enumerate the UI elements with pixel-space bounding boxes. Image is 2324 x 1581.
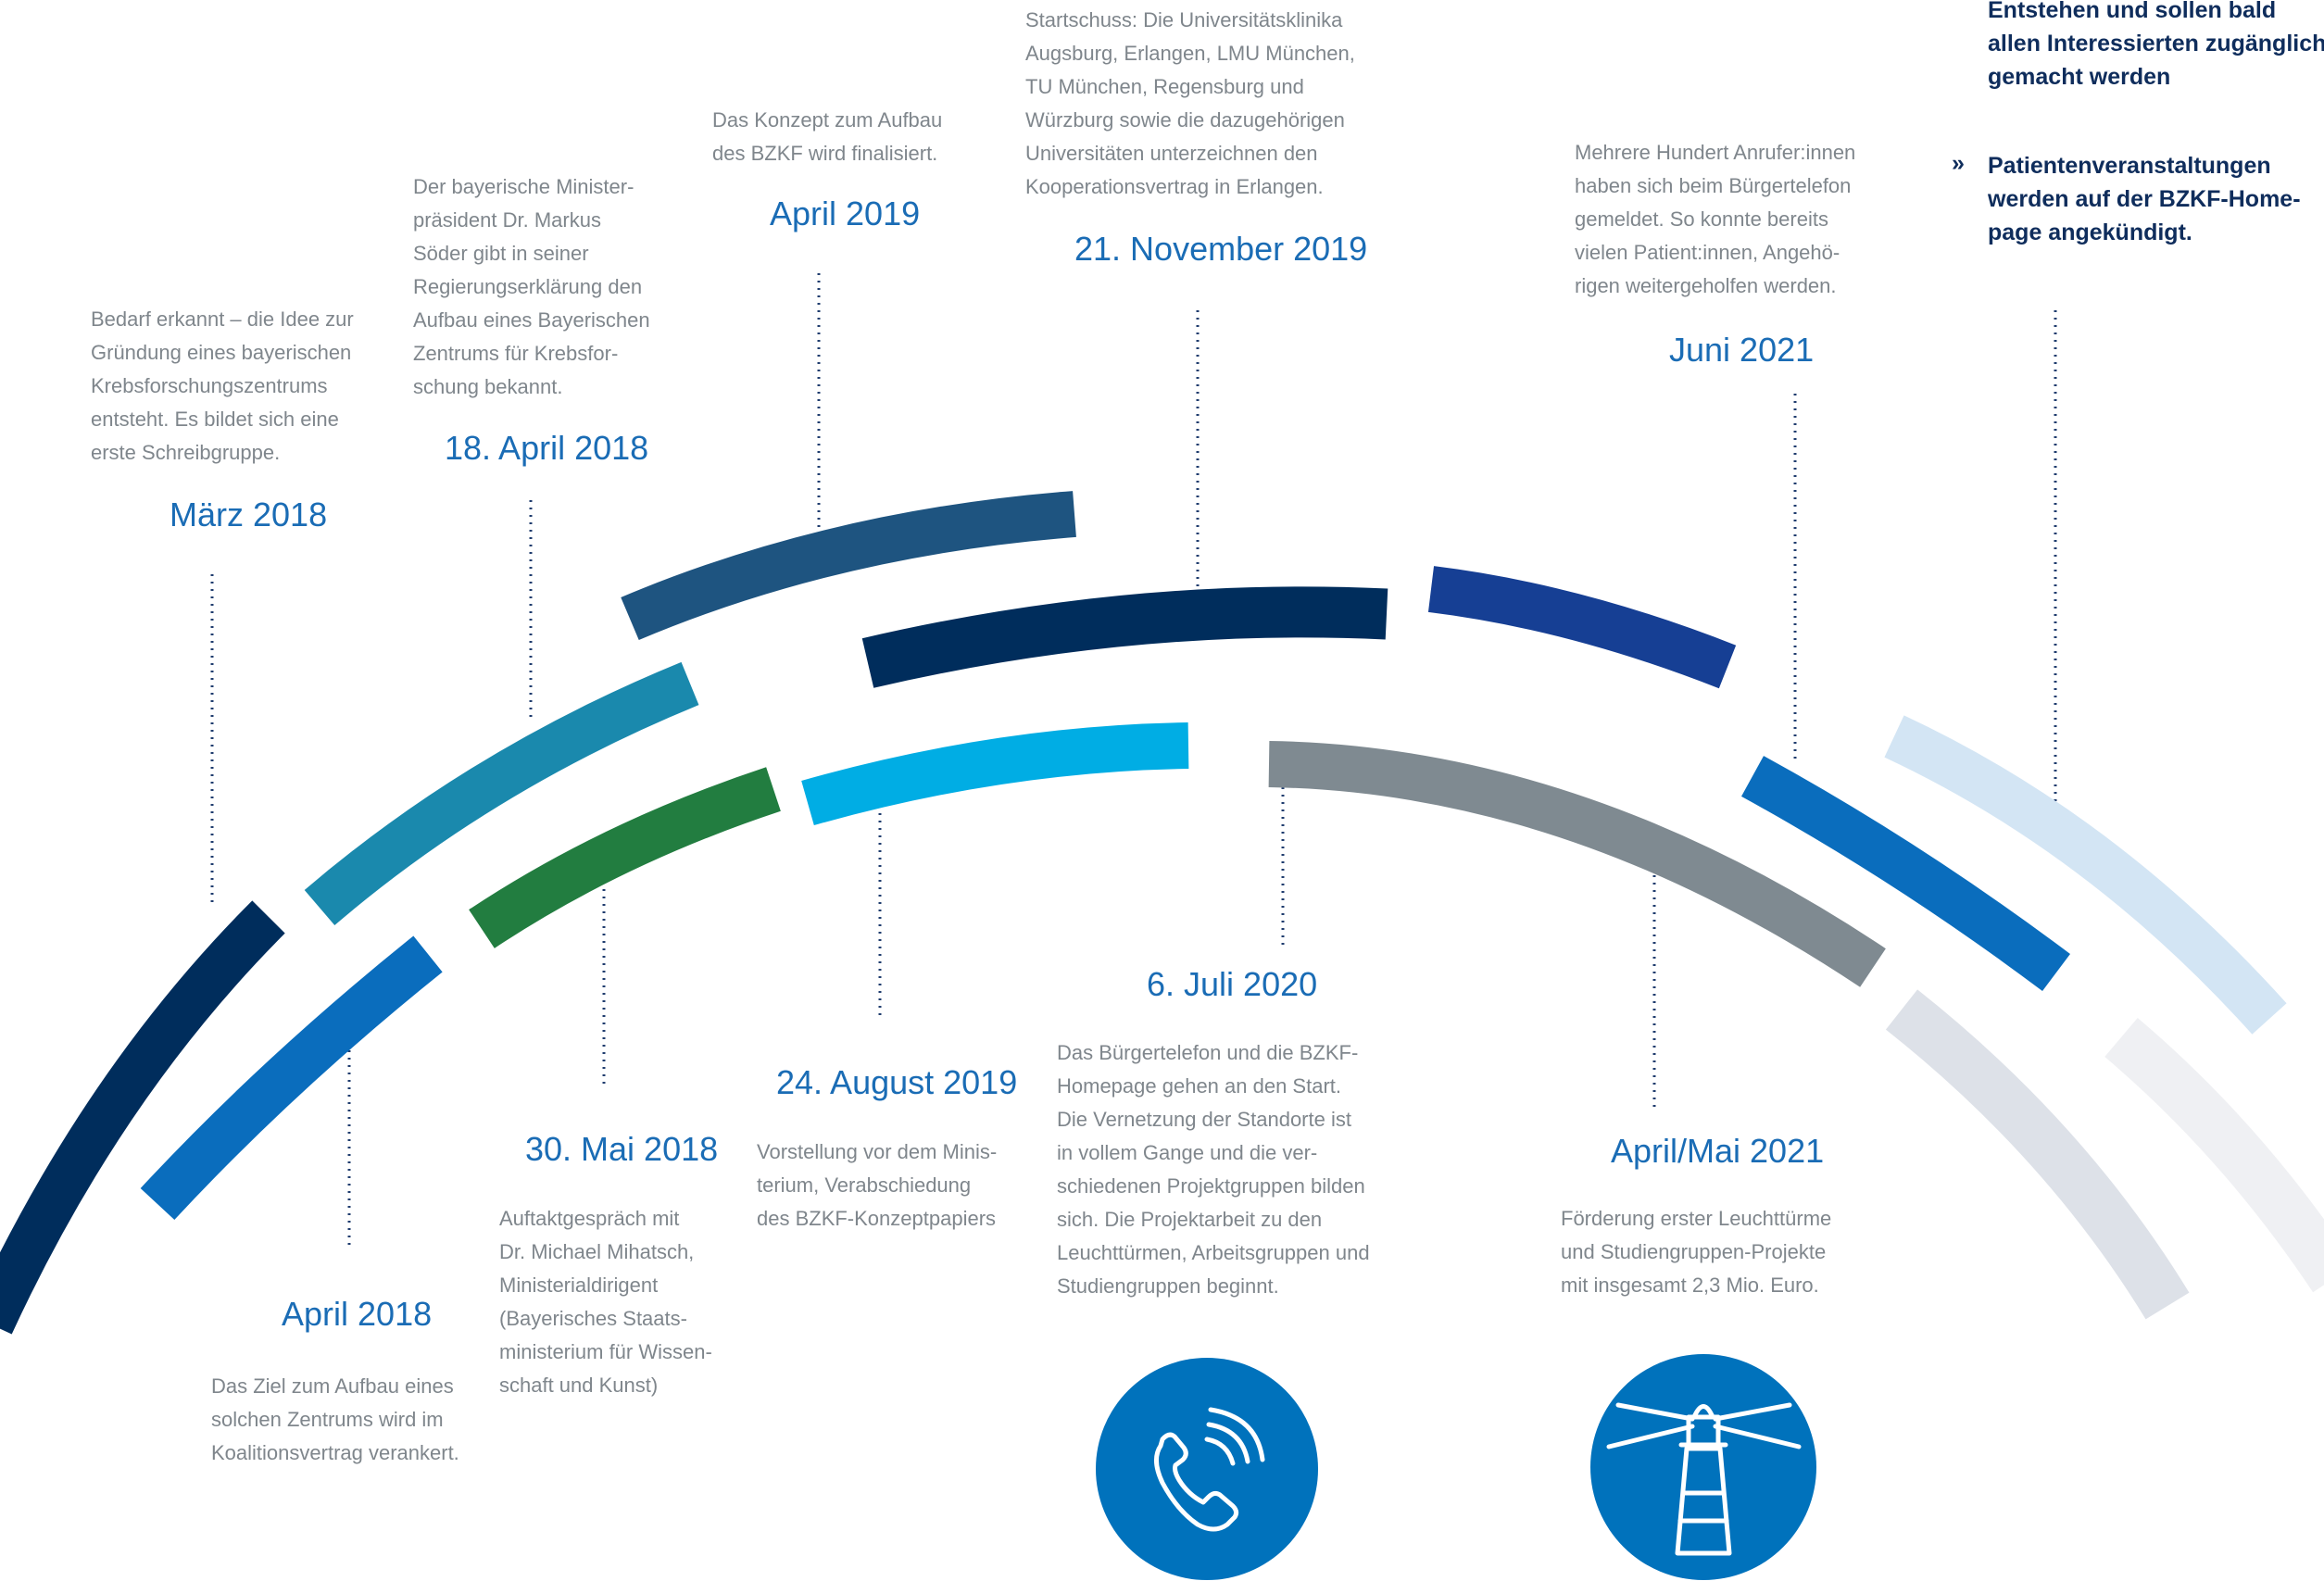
arc-segment-dark-navy [861,586,1388,688]
milestone-text-juni-2021: Mehrere Hundert Anrufer:innen haben sich… [1575,141,1856,297]
milestone-date-18-april-2018: 18. April 2018 [445,429,649,467]
lighthouse-icon [1590,1354,1816,1580]
milestone-text-april-2019: Das Konzept zum Aufbau des BZKF wird fin… [712,108,943,165]
phone-icon [1096,1358,1318,1580]
arc-segment-teal [304,661,699,925]
milestone-date-april-mai-2021: April/Mai 2021 [1611,1132,1825,1170]
arc-segment-navy [0,900,285,1335]
arc-segment-pale-gray [2104,1018,2324,1293]
milestone-text-6-juli-2020: Das Bürgertelefon und die BZKF- Homepage… [1057,1041,1370,1298]
arc-segment-cyan [801,722,1189,826]
arc-segment-light-blue [1884,715,2287,1035]
milestone-date-april-2018: April 2018 [282,1295,433,1333]
milestone-text-april-mai-2021: Förderung erster Leuchttürme und Studien… [1561,1207,1832,1297]
right-column-text: Entstehen und sollen bald allen Interess… [1988,0,2324,90]
arc-segment-green [469,767,781,948]
milestone-date-6-juli-2020: 6. Juli 2020 [1147,965,1318,1003]
milestone-date-30-mai-2018: 30. Mai 2018 [525,1130,719,1168]
milestone-text-18-april-2018: Der bayerische Minister- präsident Dr. M… [413,175,650,398]
milestone-date-juni-2021: Juni 2021 [1669,331,1815,369]
milestone-text-maerz-2018: Bedarf erkannt – die Idee zur Gründung e… [91,307,354,464]
right-column-bullet: » [1952,150,1965,176]
milestone-text-24-august-2019: Vorstellung vor dem Minis- terium, Verab… [757,1140,998,1230]
milestone-text-30-mai-2018: Auftaktgespräch mit Dr. Michael Mihatsch… [499,1207,712,1397]
arc-segment-blue-lower [140,935,443,1221]
arc-segment-royal-blue [1427,566,1737,689]
milestone-date-21-november-2019: 21. November 2019 [1074,230,1368,268]
arc-segment-gray [1268,741,1886,987]
milestone-text-21-november-2019: Startschuss: Die Universitätsklinika Aug… [1025,8,1355,198]
arc-segment-steel [621,491,1076,641]
milestone-text-april-2018: Das Ziel zum Aufbau eines solchen Zentru… [211,1374,459,1464]
arc-segment-light-gray [1885,989,2190,1320]
milestone-date-april-2019: April 2019 [770,194,921,232]
right-column-bullet-text: Patientenveranstaltungen werden auf der … [1988,153,2301,245]
arc-segment-blue-right [1740,756,2070,992]
milestone-date-24-august-2019: 24. August 2019 [776,1063,1018,1101]
milestone-date-maerz-2018: März 2018 [170,496,328,533]
